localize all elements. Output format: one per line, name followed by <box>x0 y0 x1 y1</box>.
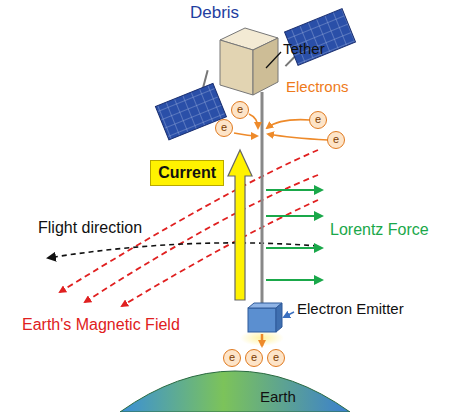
electron-circle: e <box>309 111 327 129</box>
current-box: Current <box>150 160 224 186</box>
earth-shape <box>120 368 350 412</box>
electron-symbol: e <box>310 112 326 127</box>
electron-symbol: e <box>232 102 248 117</box>
earth-label: Earth <box>260 388 296 405</box>
electron-symbol: e <box>268 350 284 365</box>
earth-dome: Earth <box>120 368 350 412</box>
magnetic-field-label: Earth's Magnetic Field <box>22 316 180 334</box>
tether-label: Tether <box>283 40 325 57</box>
electron-symbol: e <box>224 350 240 365</box>
electron-circle: e <box>215 119 233 137</box>
debris-label: Debris <box>190 3 239 23</box>
electron-circle: e <box>267 349 285 367</box>
electron-symbol: e <box>328 132 344 147</box>
electrons-label: Electrons <box>286 78 349 95</box>
electron-symbol: e <box>246 350 262 365</box>
electron-circle: e <box>245 349 263 367</box>
lorentz-force-label: Lorentz Force <box>330 221 429 239</box>
emitter-label: Electron Emitter <box>297 300 404 317</box>
electron-symbol: e <box>216 120 232 135</box>
electron-circle: e <box>327 131 345 149</box>
electron-circle: e <box>231 101 249 119</box>
electron-circle: e <box>223 349 241 367</box>
current-text: Current <box>158 164 216 182</box>
flight-direction-label: Flight direction <box>38 219 142 237</box>
